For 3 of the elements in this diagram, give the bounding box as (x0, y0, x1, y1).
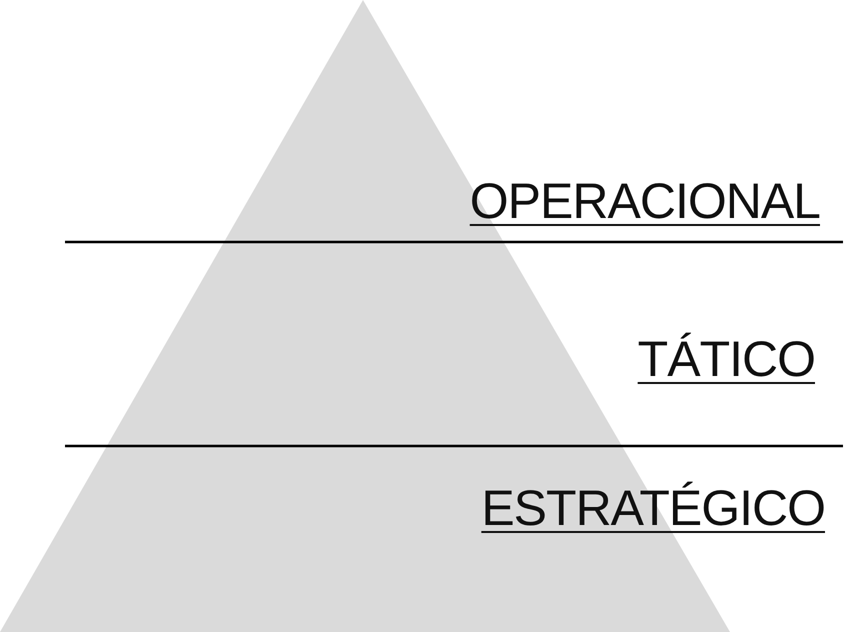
level-label: OPERACIONAL (470, 176, 820, 226)
level-label: ESTRATÉGICO (481, 483, 825, 533)
level-label: TÁTICO (638, 334, 815, 384)
